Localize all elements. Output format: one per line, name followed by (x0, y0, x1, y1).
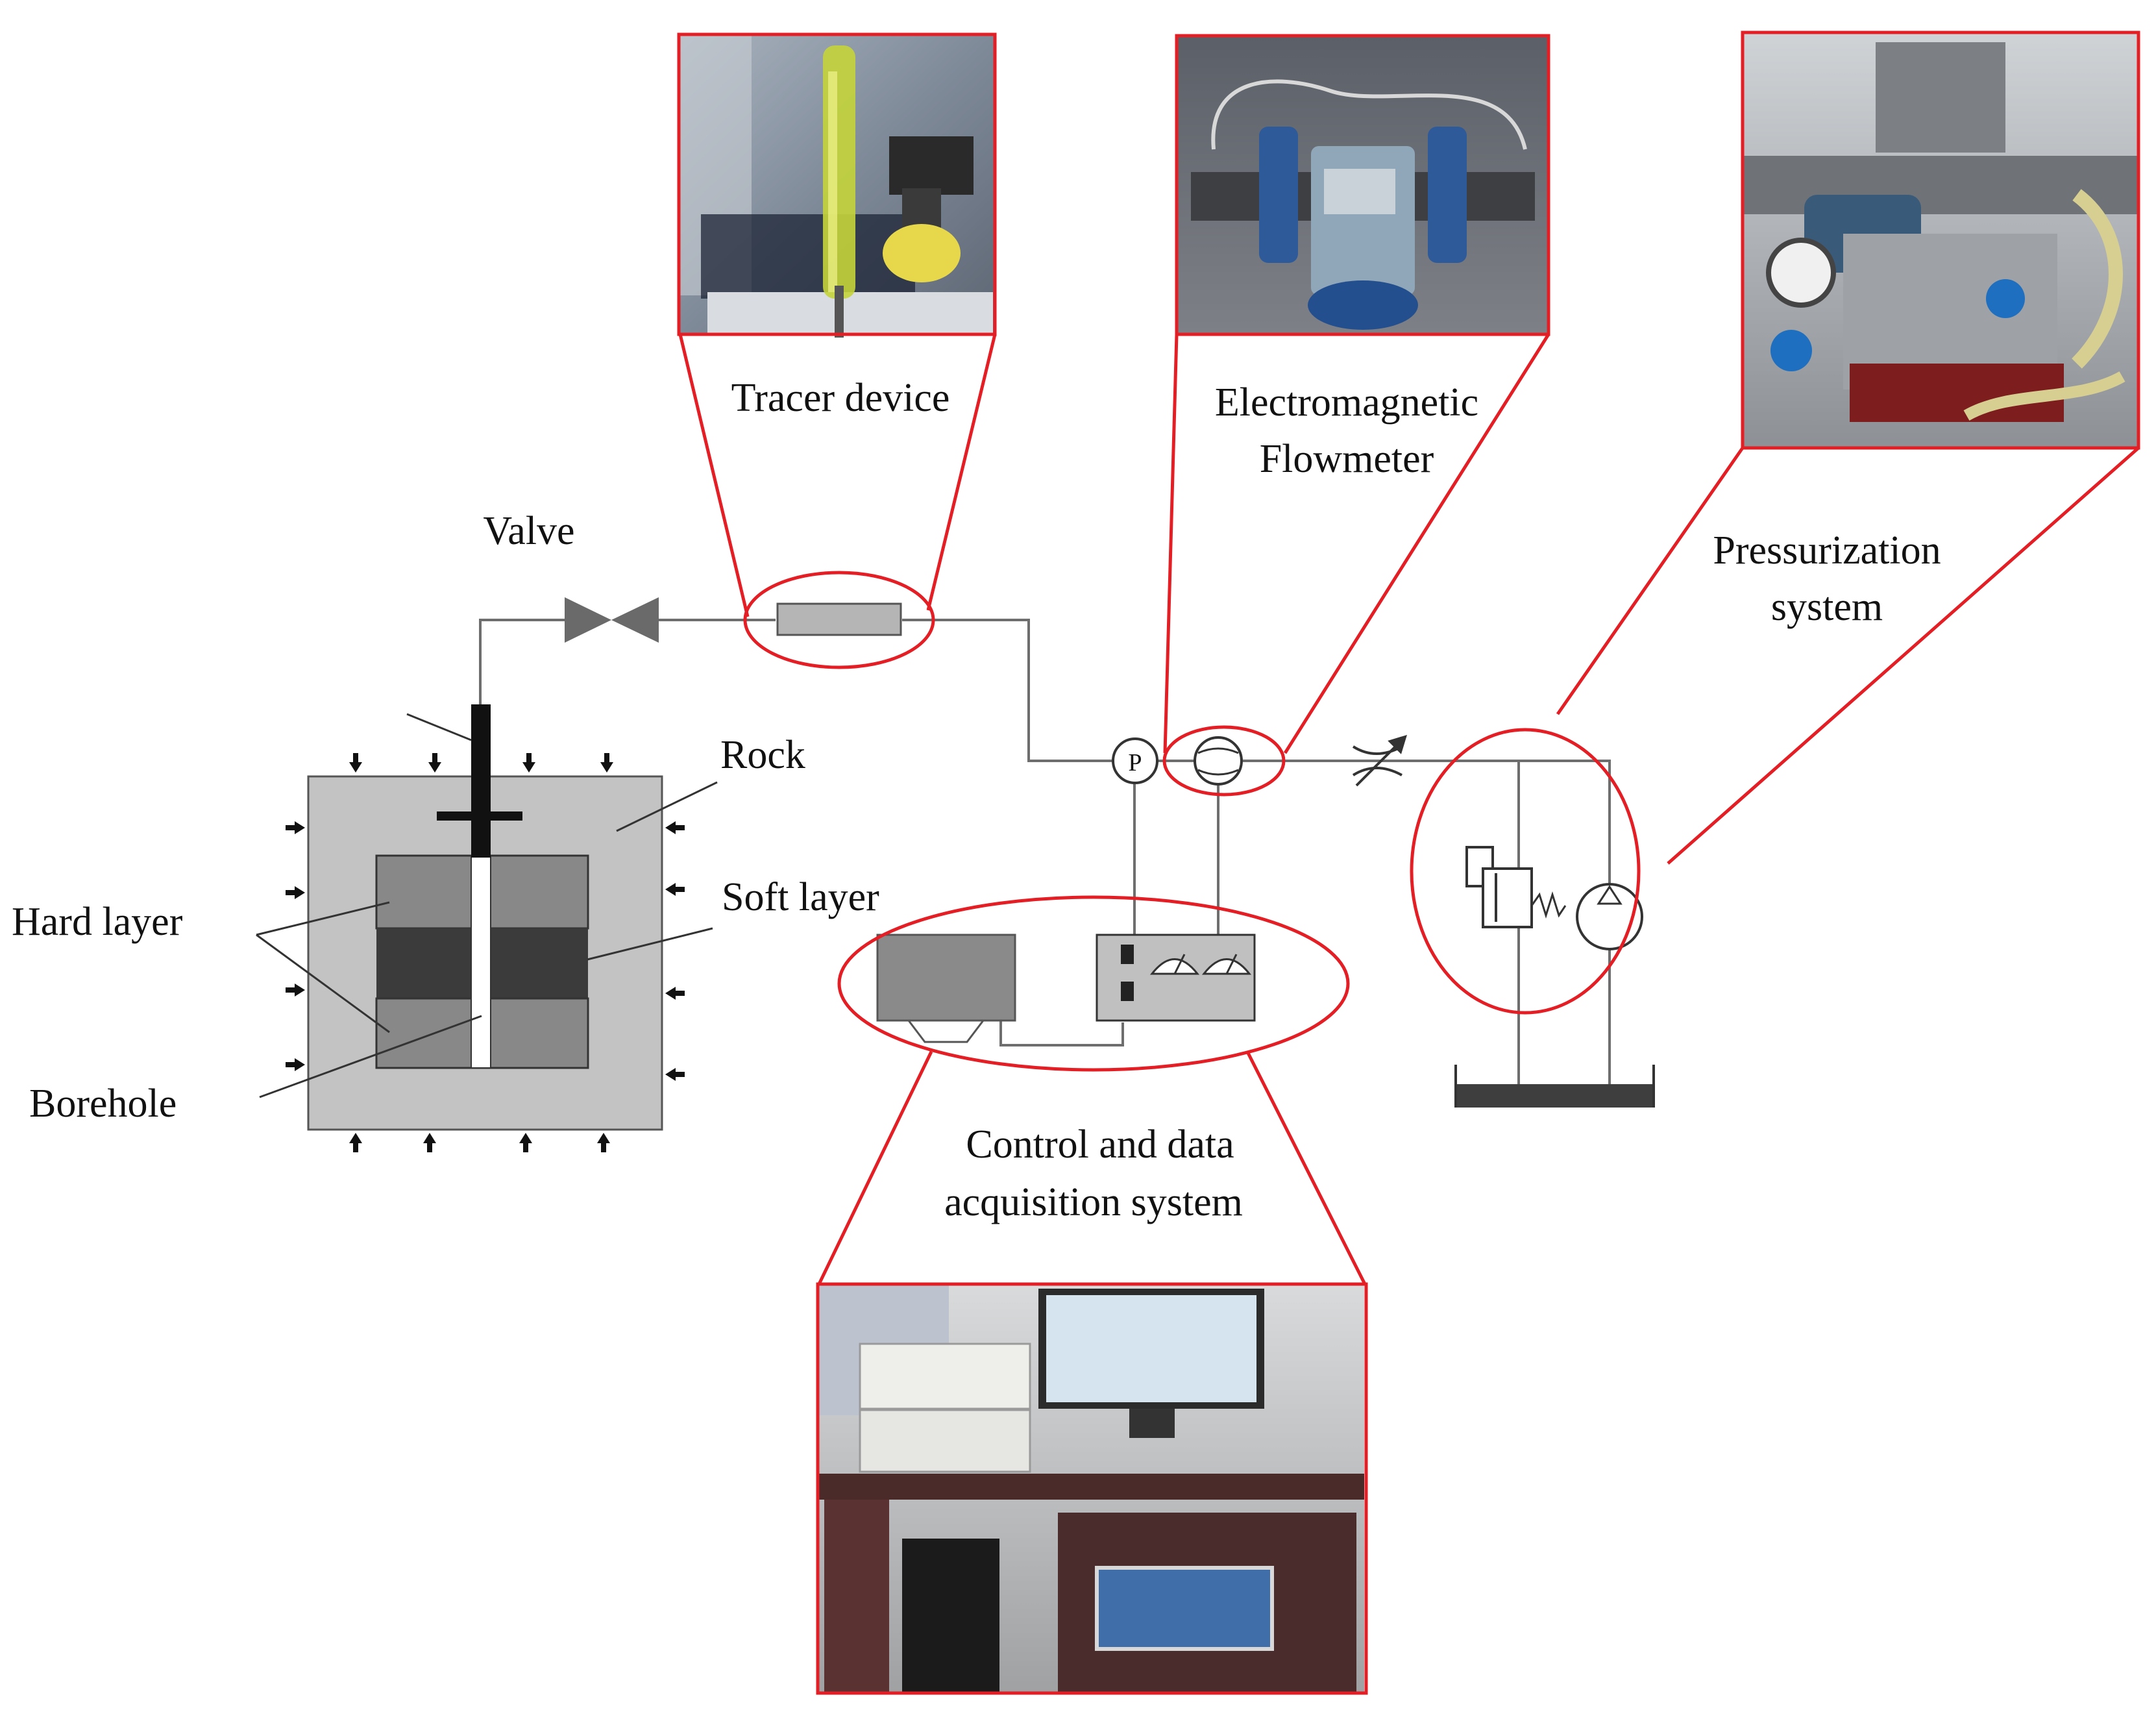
throttle-valve-symbol (1352, 734, 1408, 787)
label-pressurization: Pressurization (1713, 528, 1941, 573)
pressure-gauge-letter: P (1128, 749, 1142, 776)
label-borehole: Borehole (29, 1082, 177, 1126)
label-electromagnetic: Electromagnetic (1215, 380, 1478, 425)
label-acquisition-system: acquisition system (944, 1180, 1243, 1224)
borehole (471, 855, 491, 1069)
callouts (677, 31, 2140, 1695)
load-arrow (286, 886, 305, 899)
pressure-gauge-symbol: P (1112, 737, 1158, 784)
load-arrow (286, 821, 305, 834)
load-arrow (286, 1058, 305, 1071)
load-arrow (428, 753, 441, 773)
label-valve: Valve (483, 509, 574, 553)
label-system: system (1771, 585, 1883, 629)
packer (437, 811, 522, 821)
injection-tube (471, 704, 491, 858)
label-soft-layer: Soft layer (722, 875, 879, 919)
load-arrow (423, 1133, 436, 1152)
pump-and-relief-valve-symbol (1454, 846, 1655, 1108)
load-arrow (522, 753, 535, 773)
loading-arrows (286, 753, 685, 1152)
load-arrow (286, 984, 305, 997)
rock-specimen (307, 704, 663, 1131)
tracer-device-photo (680, 36, 994, 338)
label-rock: Rock (720, 733, 805, 777)
computer-symbol (876, 934, 1016, 1043)
load-arrow (665, 987, 685, 1000)
load-arrow (665, 821, 685, 834)
pressurization-system-photo (1743, 34, 2138, 448)
load-arrow (665, 883, 685, 896)
flowmeter-symbol (1194, 736, 1243, 786)
load-arrow (349, 753, 362, 773)
label-flowmeter: Flowmeter (1260, 437, 1434, 481)
load-arrow (665, 1068, 685, 1081)
data-acquisition-unit-symbol (1096, 934, 1256, 1022)
label-tracer-device: Tracer device (731, 376, 950, 420)
load-arrow (349, 1133, 362, 1152)
load-arrow (597, 1133, 610, 1152)
leader-lines (256, 781, 718, 1098)
label-control-and-data: Control and data (966, 1122, 1234, 1167)
label-hard-layer: Hard layer (12, 900, 183, 944)
load-arrow (519, 1133, 532, 1152)
valve-symbol (565, 597, 659, 643)
load-arrow (600, 753, 613, 773)
control-data-acquisition-photo (819, 1285, 1364, 1692)
tracer-device-symbol (776, 602, 902, 636)
electromagnetic-flowmeter-photo (1178, 37, 1548, 334)
